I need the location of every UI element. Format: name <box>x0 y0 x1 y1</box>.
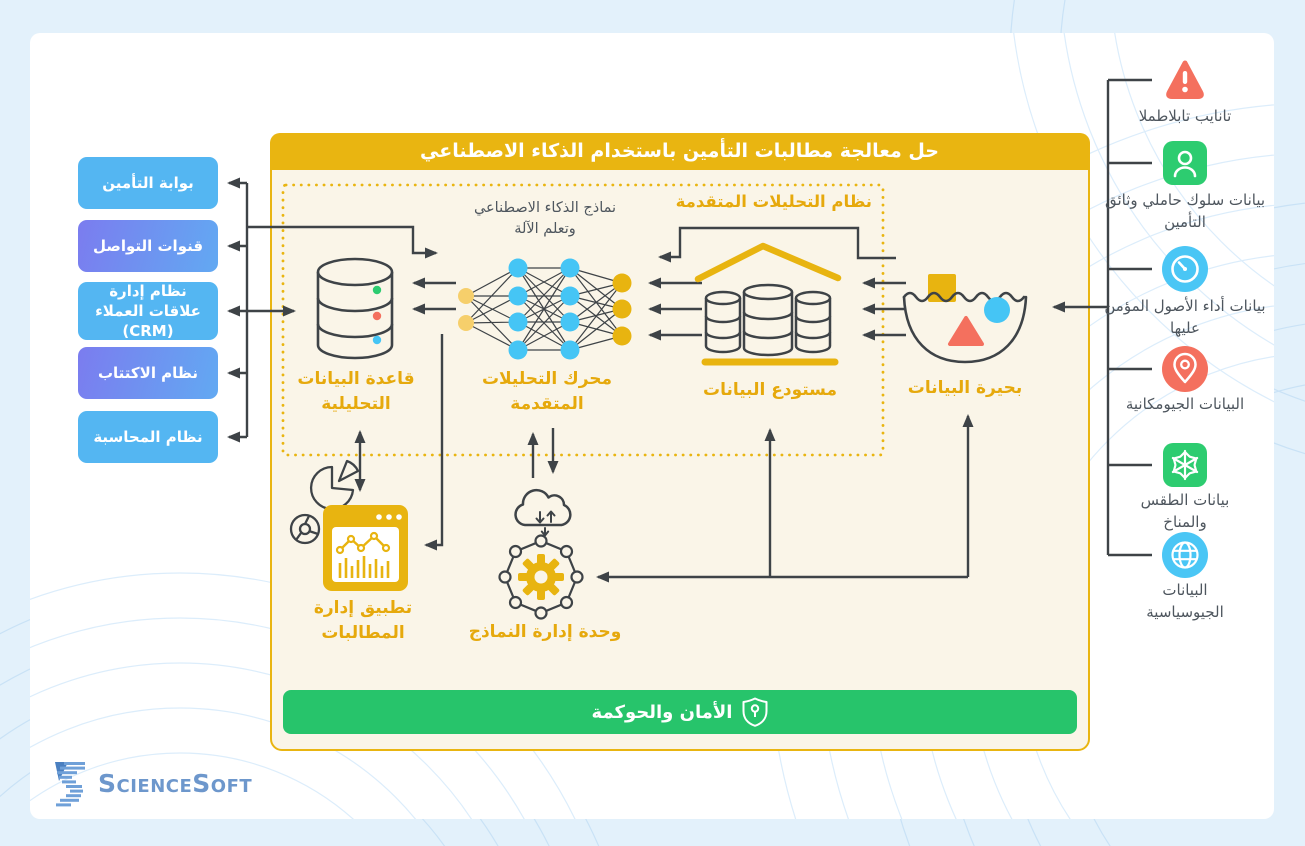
system-box-label: قنوات التواصل <box>92 236 204 255</box>
source-label-geospatial: البيانات الجيومكانية <box>1125 395 1245 413</box>
shield-icon <box>742 697 768 727</box>
solution-title: حل معالجة مطالبات التأمين باستخدام الذكا… <box>420 140 939 162</box>
system-box-insurance-portal: بوابة التأمين <box>78 157 218 209</box>
ai-ml-models-label: نماذج الذكاء الاصطناعي وتعلم الآلة <box>473 200 617 238</box>
system-box-label: بوابة التأمين <box>102 173 194 192</box>
data-lake-label: بحيرة البيانات <box>907 378 1023 398</box>
data-warehouse-label: مستودع البيانات <box>703 380 837 400</box>
source-label-weather-climate: بيانات الطقس والمناخ <box>1140 491 1230 531</box>
claims-app-label: تطبيق إدارة المطالبات <box>313 598 413 643</box>
system-box-underwriting: نظام الاكتتاب <box>78 347 218 399</box>
system-box-accounting: نظام المحاسبة <box>78 411 218 463</box>
source-label-policyholder-behavior: بيانات سلوك حاملي وثائق التأمين <box>1104 191 1266 231</box>
brand-logo: ScienceSoft <box>55 760 252 806</box>
analytical-database-label: قاعدة البيانات التحليلية <box>297 369 415 414</box>
system-box-label: نظام الاكتتاب <box>97 363 199 382</box>
source-label-claims-data: تانايب تابلاطملا <box>1138 107 1232 125</box>
security-governance-bar: الأمان والحوكمة <box>283 690 1077 734</box>
brand-logo-text: ScienceSoft <box>98 768 253 798</box>
analytics-engine-label: محرك التحليلات المتقدمة <box>481 369 613 414</box>
source-label-geopolitical: البيانات الجيوسياسية <box>1146 581 1224 621</box>
system-box-communication-channels: قنوات التواصل <box>78 220 218 272</box>
source-label-asset-performance: بيانات أداء الأصول المؤمن عليها <box>1104 297 1266 337</box>
system-box-label: نظام إدارة علاقات العملاء (CRM) <box>95 281 201 341</box>
analytics-system-label: نظام التحليلات المتقدمة <box>675 192 872 211</box>
system-box-label: نظام المحاسبة <box>93 427 203 446</box>
solution-box: حل معالجة مطالبات التأمين باستخدام الذكا… <box>269 132 1090 751</box>
model-management-label: وحدة إدارة النماذج <box>468 622 622 642</box>
security-governance-label: الأمان والحوكمة <box>591 701 733 723</box>
solution-title-bar: حل معالجة مطالبات التأمين باستخدام الذكا… <box>269 132 1090 170</box>
system-box-crm: نظام إدارة علاقات العملاء (CRM) <box>78 282 218 340</box>
